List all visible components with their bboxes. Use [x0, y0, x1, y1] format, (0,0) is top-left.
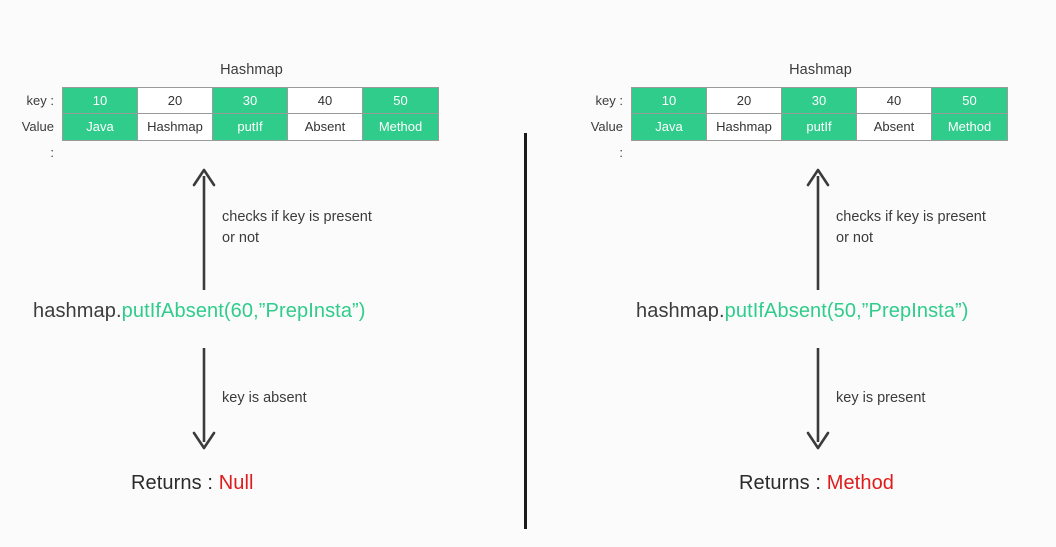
key-cell: 10	[63, 88, 138, 114]
hashmap-table-right: key : Value : 10 20 30 40 50 Java Hashma…	[585, 87, 1008, 160]
returns-label-right: Returns :	[739, 472, 827, 494]
value-cell: Method	[363, 114, 438, 140]
key-cell: 30	[213, 88, 288, 114]
key-cell: 20	[138, 88, 213, 114]
value-cell: Hashmap	[138, 114, 213, 140]
key-cell: 40	[288, 88, 363, 114]
value-row-label-left: Value :	[21, 119, 54, 160]
key-row-left: 10 20 30 40 50	[63, 88, 438, 114]
key-row-label-right: key :	[595, 93, 623, 108]
key-cell: 30	[782, 88, 857, 114]
call-object-right: hashmap.	[636, 300, 725, 322]
hashmap-grid-left: 10 20 30 40 50 Java Hashmap putIf Absent…	[62, 87, 439, 141]
key-row-label-left: key :	[26, 93, 54, 108]
hashmap-grid-right: 10 20 30 40 50 Java Hashmap putIf Absent…	[631, 87, 1008, 141]
value-cell: putIf	[782, 114, 857, 140]
up-arrow-label-left: checks if key is present or not	[222, 209, 372, 247]
value-cell: Method	[932, 114, 1007, 140]
panel-absent-case: Hashmap key : Value : 10 20 30 40 50 Jav	[0, 0, 524, 547]
up-arrow-icon-right	[805, 166, 831, 292]
panel-present-case: Hashmap key : Value : 10 20 30 40 50 Jav	[528, 0, 1056, 547]
returns-statement-left: Returns : Null	[131, 472, 254, 495]
value-row-right: Java Hashmap putIf Absent Method	[632, 114, 1007, 140]
hashmap-table-block-right: Hashmap key : Value : 10 20 30 40 50 Jav	[585, 62, 1008, 160]
down-arrow-icon-left	[191, 348, 217, 452]
hashmap-title-right: Hashmap	[789, 62, 852, 78]
returns-value-right: Method	[826, 472, 895, 494]
down-arrow-icon-right	[805, 348, 831, 452]
value-row-label-right: Value :	[590, 119, 623, 160]
down-arrow-label-right: key is present	[836, 390, 926, 406]
method-call-left: hashmap.putIfAbsent(60,”PrepInsta”)	[33, 300, 366, 323]
key-cell: 50	[932, 88, 1007, 114]
up-arrow-icon-left	[191, 166, 217, 292]
value-cell: Absent	[857, 114, 932, 140]
row-labels-left: key : Value :	[16, 87, 62, 160]
value-cell: Hashmap	[707, 114, 782, 140]
key-cell: 10	[632, 88, 707, 114]
value-cell: putIf	[213, 114, 288, 140]
value-cell: Java	[632, 114, 707, 140]
key-cell: 50	[363, 88, 438, 114]
value-row-left: Java Hashmap putIf Absent Method	[63, 114, 438, 140]
value-cell: Absent	[288, 114, 363, 140]
call-method-left: putIfAbsent(60,”PrepInsta”)	[121, 300, 366, 322]
key-cell: 20	[707, 88, 782, 114]
call-object-left: hashmap.	[33, 300, 122, 322]
returns-statement-right: Returns : Method	[739, 472, 894, 495]
row-labels-right: key : Value :	[585, 87, 631, 160]
hashmap-table-block-left: Hashmap key : Value : 10 20 30 40 50 Jav	[16, 62, 439, 160]
hashmap-title-left: Hashmap	[220, 62, 283, 78]
panel-divider	[524, 133, 527, 529]
key-row-right: 10 20 30 40 50	[632, 88, 1007, 114]
method-call-right: hashmap.putIfAbsent(50,”PrepInsta”)	[636, 300, 969, 323]
down-arrow-label-left: key is absent	[222, 390, 307, 406]
hashmap-table-left: key : Value : 10 20 30 40 50 Java Hashma…	[16, 87, 439, 160]
key-cell: 40	[857, 88, 932, 114]
returns-value-left: Null	[218, 472, 254, 494]
returns-label-left: Returns :	[131, 472, 219, 494]
up-arrow-label-right: checks if key is present or not	[836, 209, 986, 247]
value-cell: Java	[63, 114, 138, 140]
call-method-right: putIfAbsent(50,”PrepInsta”)	[724, 300, 969, 322]
